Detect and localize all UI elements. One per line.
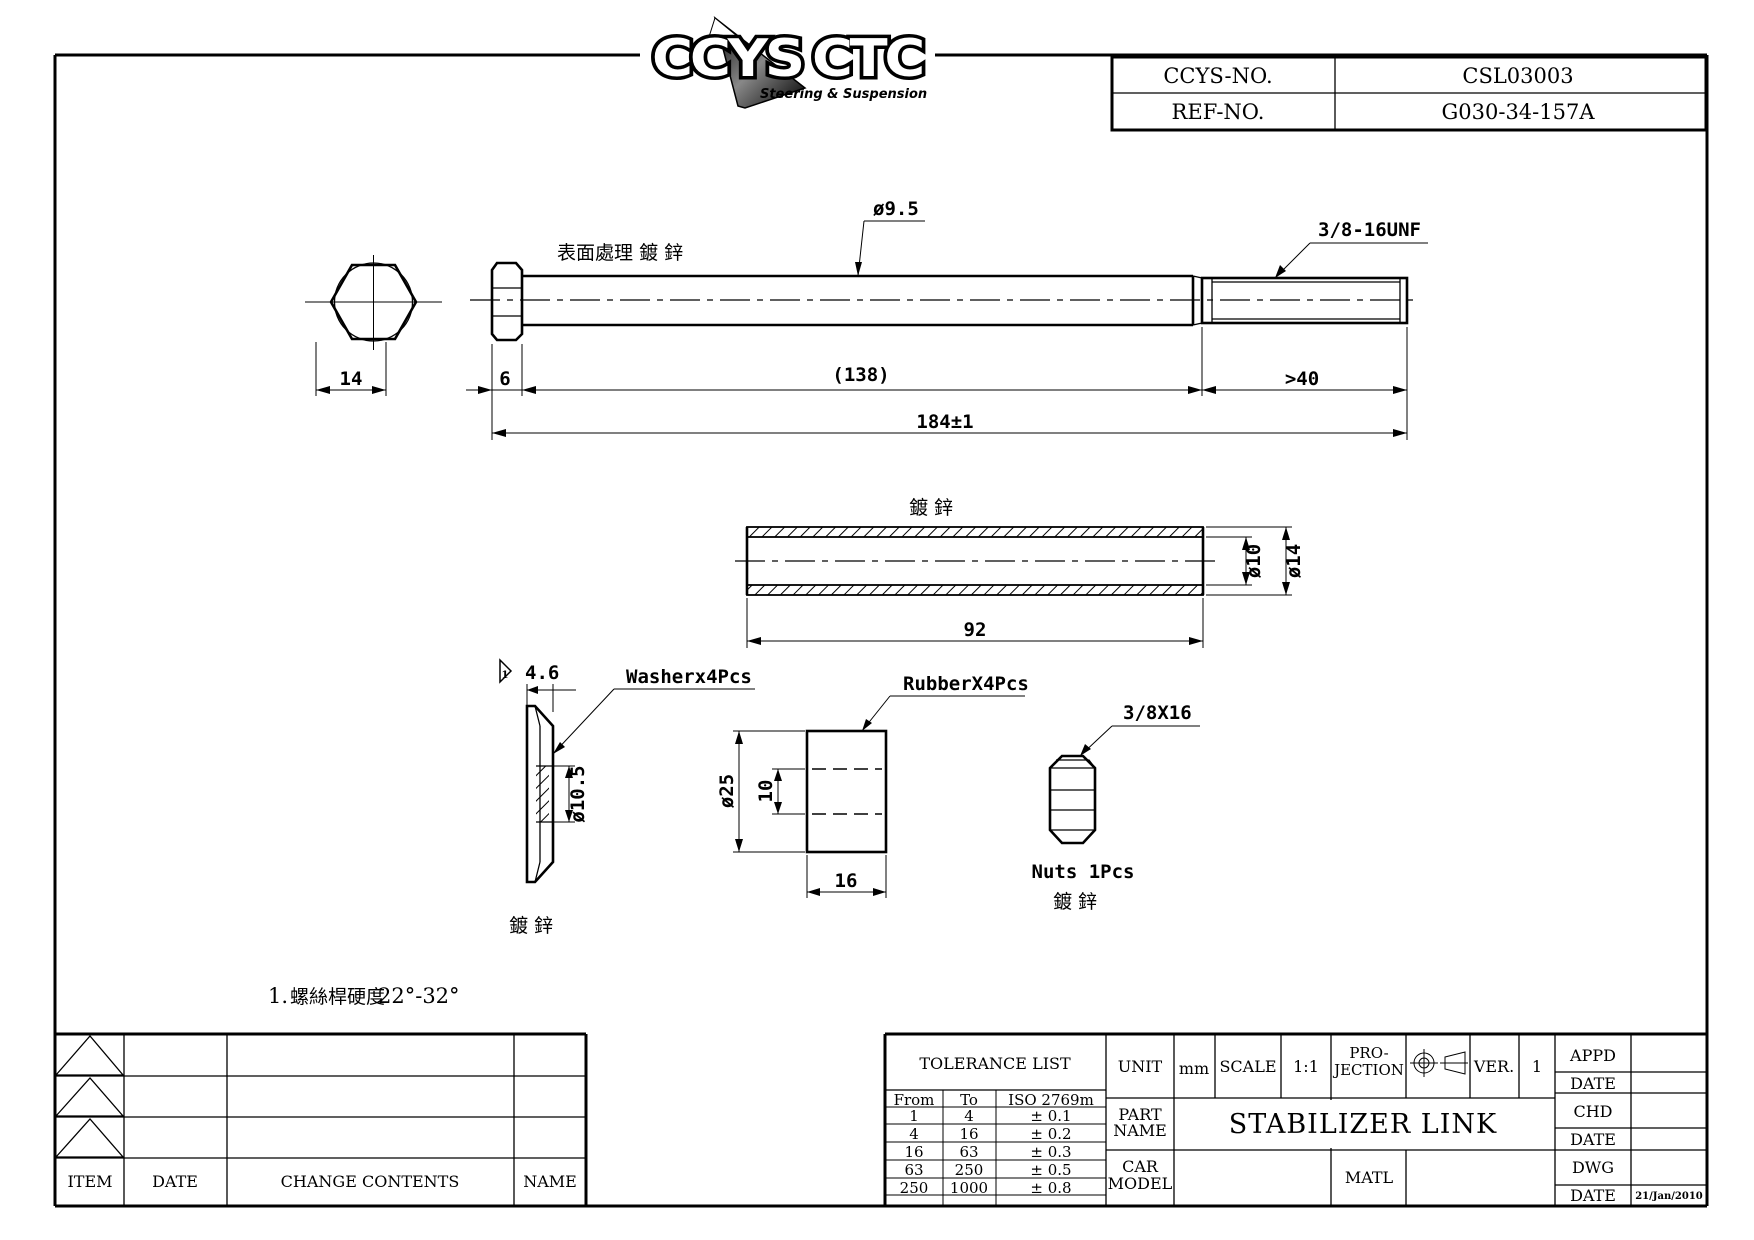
company-logo: CCYS CTC Steering & Suspension	[649, 16, 929, 109]
sheet-frame	[53, 53, 1709, 1208]
title-block: TOLERANCE LIST From To ISO 2769m 1 4 ± 0…	[883, 1032, 1707, 1206]
tol-row-to: 4	[964, 1107, 974, 1125]
sleeve-inner-diameter: ø10	[1243, 544, 1265, 578]
car-model-label-1: CAR	[1122, 1157, 1159, 1176]
version-label: VER.	[1473, 1057, 1514, 1076]
nut-qty-label: Nuts 1Pcs	[1032, 861, 1135, 883]
note-hardness-value: 22°-32°	[378, 984, 460, 1008]
dim-bolt-shank: (138)	[832, 364, 889, 386]
unit-label: UNIT	[1118, 1057, 1163, 1076]
drawn-date-label: DATE	[1570, 1186, 1616, 1205]
dim-bolt-head: 6	[499, 368, 510, 390]
tol-row-to: 250	[955, 1161, 984, 1179]
top-number-table: CCYS-NO. CSL03003 REF-NO. G030-34-157A	[1110, 55, 1708, 132]
note-cjk-text: 螺絲桿硬度	[290, 986, 385, 1008]
approved-label: APPD	[1569, 1046, 1616, 1065]
projection-label-1: PRO-	[1349, 1044, 1388, 1062]
tol-row-from: 63	[904, 1161, 923, 1179]
rubber-bushing-view: RubberX4Pcs ø25 10 16	[716, 673, 1029, 898]
washer-finish-note: 鍍 鋅	[509, 915, 553, 937]
part-name-label-1: PART	[1118, 1105, 1162, 1124]
revision-triangle-3	[54, 1118, 125, 1158]
washer-qty-label: Washerx4Pcs	[626, 666, 752, 688]
ref-no-value: G030-34-157A	[1441, 100, 1595, 124]
sleeve-outer-diameter: ø14	[1283, 544, 1305, 578]
dim-bolt-total: 184±1	[916, 411, 973, 433]
bolt-side-view: ø9.5 3/8-16UNF 表面處理 鍍 鋅 6 (138) >40 184±…	[466, 198, 1428, 440]
dim-bolt-thread: >40	[1285, 368, 1319, 390]
revision-triangle-2	[54, 1077, 125, 1117]
tol-row-value: ± 0.3	[1030, 1143, 1071, 1161]
bolt-thread-spec: 3/8-16UNF	[1318, 219, 1421, 241]
tol-row-value: ± 0.1	[1030, 1107, 1071, 1125]
revision-triangle-1	[54, 1035, 125, 1076]
revision-header-name: NAME	[523, 1172, 577, 1191]
ccys-no-label: CCYS-NO.	[1163, 64, 1272, 88]
scale-value: 1:1	[1293, 1057, 1319, 1076]
bolt-diameter-label: ø9.5	[873, 198, 919, 220]
version-value: 1	[1532, 1057, 1542, 1076]
tol-row-to: 16	[959, 1125, 978, 1143]
note-number: 1.	[268, 984, 288, 1008]
sleeve-finish-note: 鍍 鋅	[909, 497, 953, 519]
rubber-width: 16	[835, 870, 858, 892]
checked-label: CHD	[1573, 1102, 1612, 1121]
revision-header-item: ITEM	[67, 1172, 112, 1191]
bolt-surface-note: 表面處理 鍍 鋅	[557, 242, 683, 264]
projection-label-2: JECTION	[1332, 1061, 1404, 1079]
tol-row-to: 1000	[950, 1179, 988, 1197]
projection-symbol-icon	[1410, 1049, 1468, 1077]
washer-revision-mark: 1	[502, 670, 509, 681]
logo-ctc-text: CTC	[812, 29, 922, 89]
rubber-inner-diameter: 10	[755, 780, 777, 803]
rubber-qty-label: RubberX4Pcs	[903, 673, 1029, 695]
checked-date-label: DATE	[1570, 1130, 1616, 1149]
revision-header-change: CHANGE CONTENTS	[281, 1172, 460, 1191]
revision-table: ITEM DATE CHANGE CONTENTS NAME	[54, 1032, 588, 1206]
part-name-label-2: NAME	[1113, 1121, 1167, 1140]
tol-row-value: ± 0.8	[1030, 1179, 1071, 1197]
ccys-no-value: CSL03003	[1462, 64, 1573, 88]
tol-row-from: 4	[909, 1125, 919, 1143]
sleeve-length: 92	[964, 619, 987, 641]
hex-head-end-view: 14	[305, 255, 442, 396]
tol-header-iso: ISO 2769m	[1008, 1091, 1094, 1109]
logo-tagline: Steering & Suspension	[760, 87, 927, 102]
washer-inner-diameter: ø10.5	[567, 765, 589, 822]
revision-header-date: DATE	[152, 1172, 198, 1191]
nut-view: 3/8X16 Nuts 1Pcs 鍍 鋅	[1032, 702, 1200, 913]
washer-view: 1 4.6 Washerx4Pcs ø10.5 鍍 鋅	[499, 658, 755, 937]
drawn-label: DWG	[1572, 1158, 1614, 1177]
tol-header-from: From	[894, 1091, 935, 1109]
ref-no-label: REF-NO.	[1172, 100, 1265, 124]
sleeve-section-view: 鍍 鋅 ø10 ø14 92	[735, 497, 1305, 648]
tol-row-from: 16	[904, 1143, 923, 1161]
unit-value: mm	[1179, 1059, 1209, 1078]
tol-row-value: ± 0.2	[1030, 1125, 1071, 1143]
scale-label: SCALE	[1219, 1057, 1276, 1076]
nut-spec-label: 3/8X16	[1123, 702, 1192, 724]
tol-row-to: 63	[959, 1143, 978, 1161]
tol-row-from: 250	[900, 1179, 929, 1197]
nut-finish-note: 鍍 鋅	[1053, 891, 1097, 913]
approved-date-label: DATE	[1570, 1074, 1616, 1093]
tolerance-list-title: TOLERANCE LIST	[919, 1054, 1071, 1073]
material-label: MATL	[1345, 1168, 1394, 1187]
hardness-note: 1. 螺絲桿硬度 22°-32°	[268, 984, 460, 1008]
tol-header-to: To	[960, 1091, 978, 1109]
tol-row-value: ± 0.5	[1030, 1161, 1071, 1179]
washer-thickness: 4.6	[525, 662, 559, 684]
part-name-value: STABILIZER LINK	[1229, 1109, 1497, 1140]
logo-ccys-text: CCYS	[652, 29, 802, 89]
car-model-label-2: MODEL	[1108, 1174, 1173, 1193]
rubber-outer-diameter: ø25	[716, 774, 738, 808]
tol-row-from: 1	[909, 1107, 919, 1125]
dim-hex-width: 14	[340, 368, 363, 390]
drawn-date-value: 21/Jan/2010	[1635, 1191, 1703, 1202]
